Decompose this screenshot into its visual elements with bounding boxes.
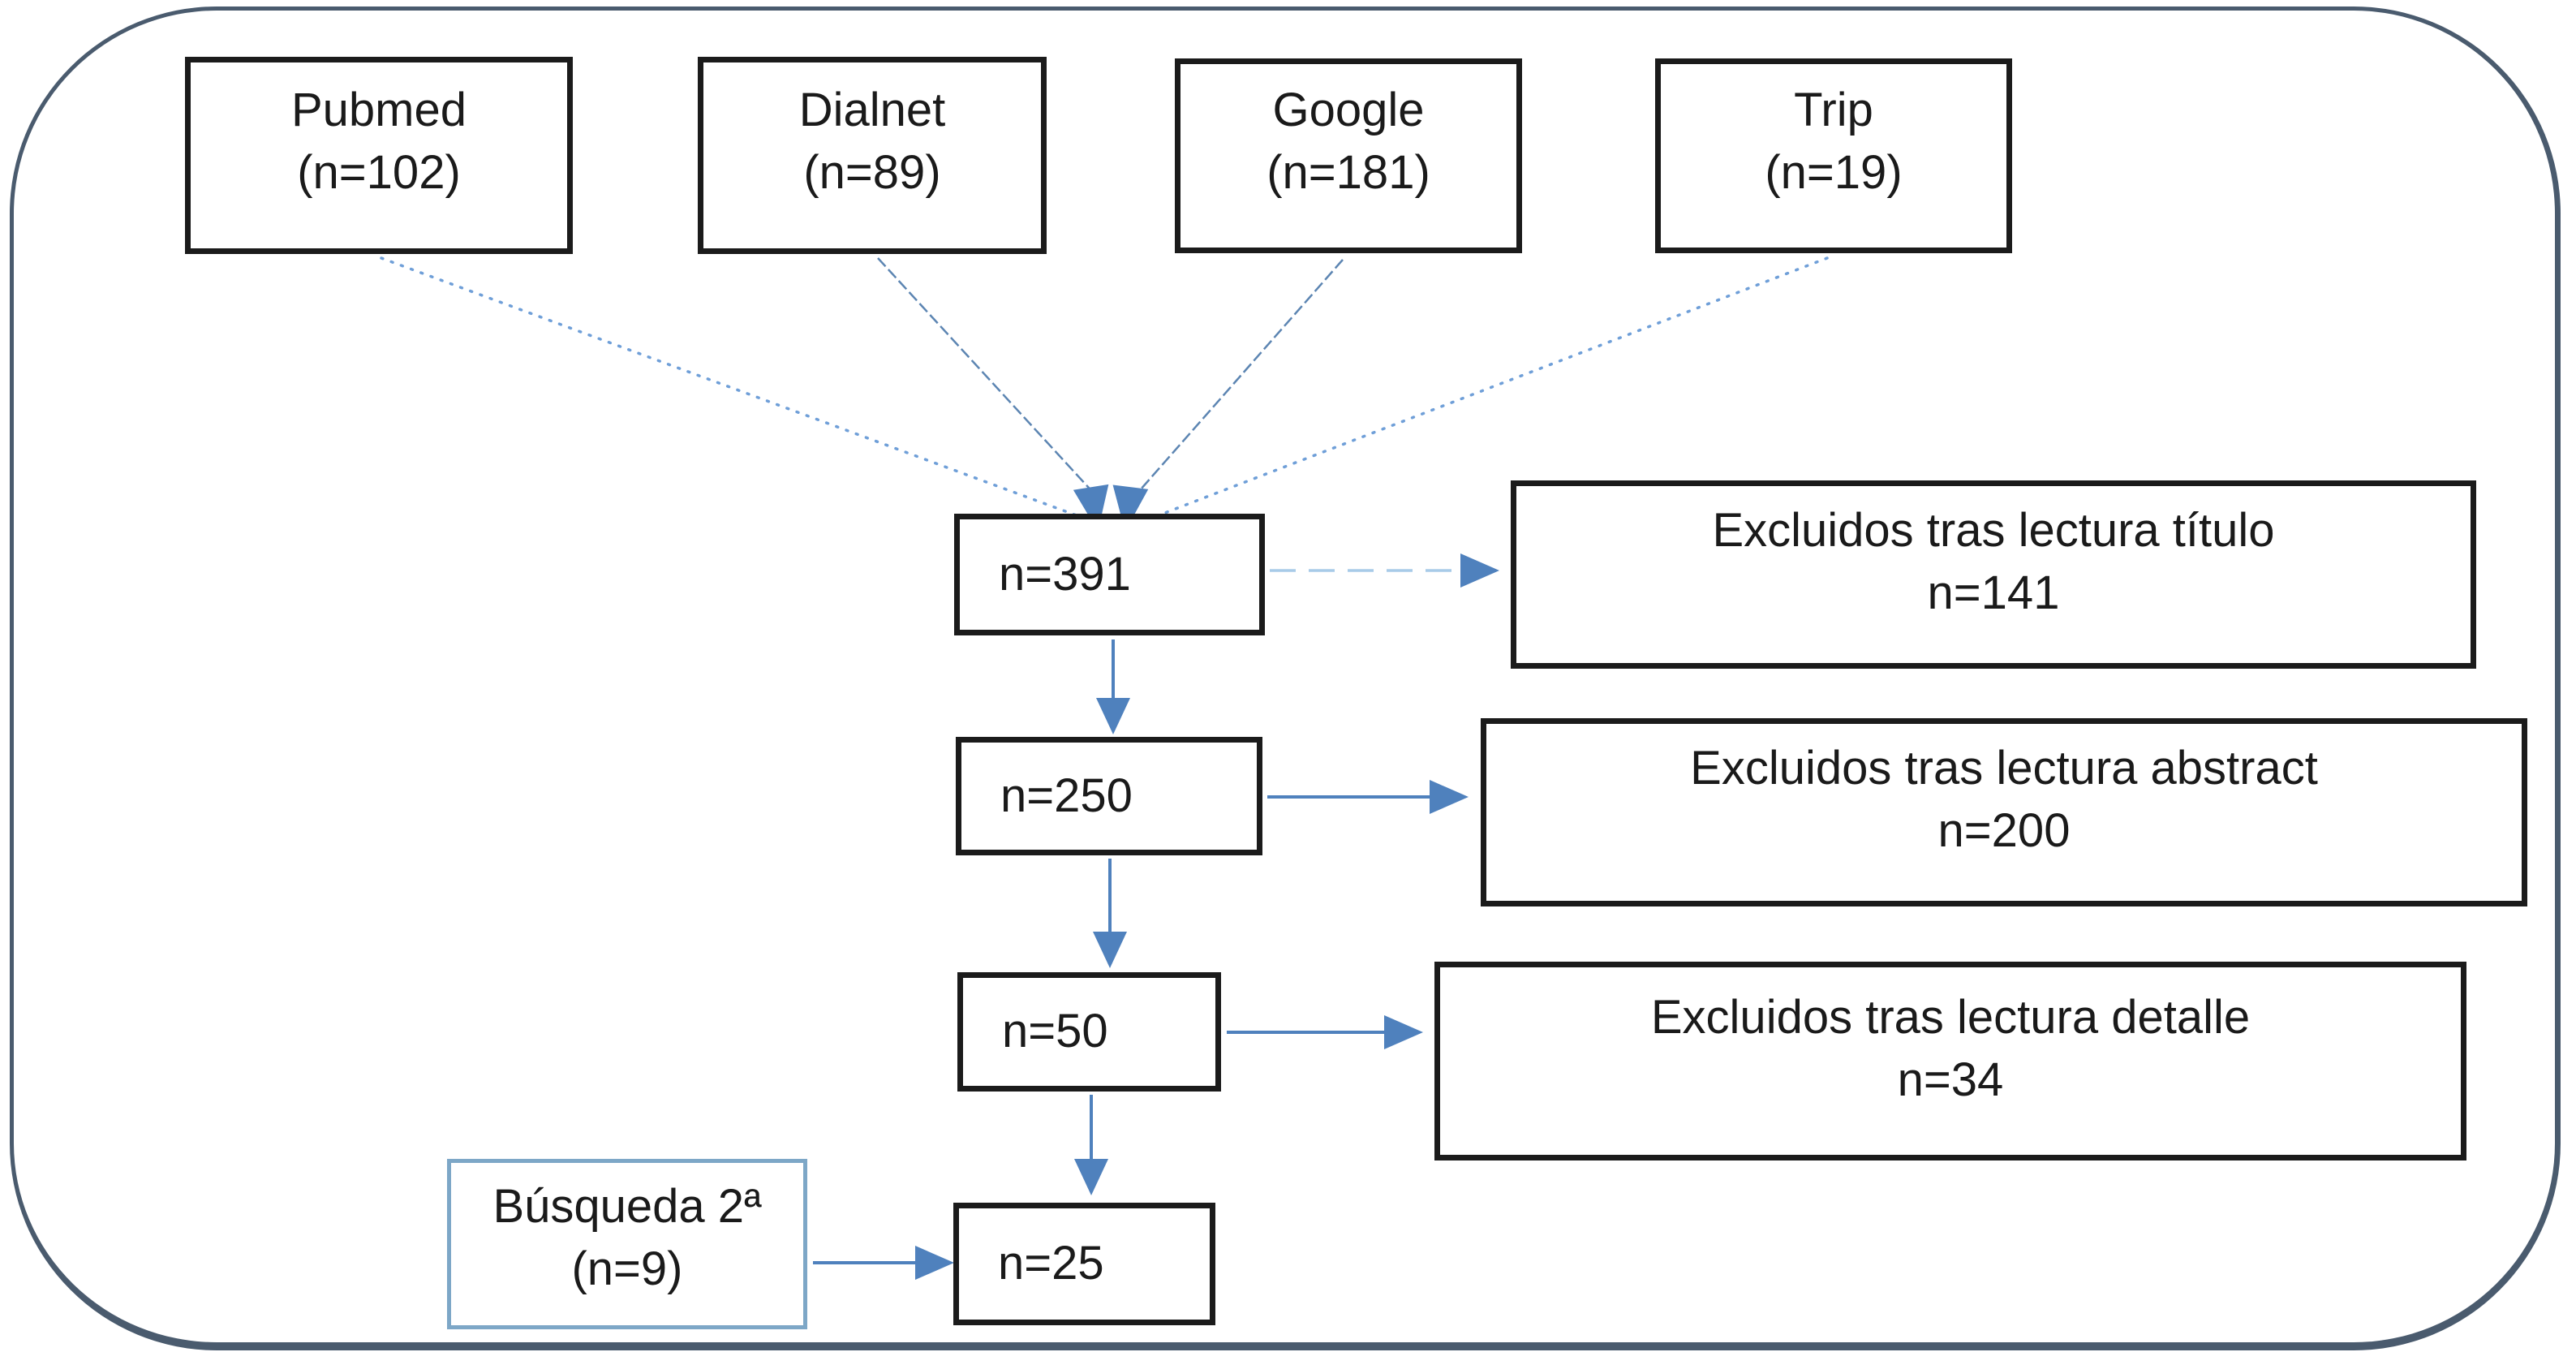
exclusion-count: n=141 xyxy=(1927,566,2060,619)
flow-count: n=250 xyxy=(1000,769,1133,822)
source-count: (n=181) xyxy=(1266,146,1430,199)
exclusion-count: n=200 xyxy=(1937,804,2071,857)
source-name: Dialnet xyxy=(798,83,946,136)
source-name: Pubmed xyxy=(290,83,467,136)
flow-box-total: n=391 xyxy=(954,514,1265,635)
exclusion-label: Excluidos tras lectura abstract xyxy=(1690,742,2318,795)
secondary-search-label: Búsqueda 2ª xyxy=(492,1180,762,1234)
flow-count: n=391 xyxy=(999,547,1131,601)
exclusion-box-abstract: Excluidos tras lectura abstract n=200 xyxy=(1481,718,2527,906)
exclusion-count: n=34 xyxy=(1897,1053,2004,1106)
exclusion-box-title: Excluidos tras lectura título n=141 xyxy=(1511,480,2476,669)
source-count: (n=19) xyxy=(1765,146,1903,199)
flow-box-after-title: n=250 xyxy=(956,737,1262,855)
source-name: Google xyxy=(1272,84,1425,137)
source-count: (n=89) xyxy=(803,145,941,199)
source-box-trip: Trip (n=19) xyxy=(1655,58,2012,253)
flow-count: n=25 xyxy=(998,1237,1104,1290)
source-box-pubmed: Pubmed (n=102) xyxy=(185,57,573,254)
flow-box-included: n=25 xyxy=(953,1203,1215,1325)
exclusion-label: Excluidos tras lectura título xyxy=(1712,504,2275,558)
source-box-dialnet: Dialnet (n=89) xyxy=(698,57,1047,254)
secondary-search-box: Búsqueda 2ª (n=9) xyxy=(447,1159,807,1329)
source-count: (n=102) xyxy=(297,145,461,199)
source-name: Trip xyxy=(1794,84,1873,137)
exclusion-label: Excluidos tras lectura detalle xyxy=(1650,990,2251,1044)
exclusion-box-detail: Excluidos tras lectura detalle n=34 xyxy=(1434,962,2466,1160)
diagram-outer-frame xyxy=(10,6,2561,1350)
secondary-search-count: (n=9) xyxy=(571,1242,683,1295)
flow-count: n=50 xyxy=(1002,1005,1108,1058)
source-box-google: Google (n=181) xyxy=(1175,58,1522,253)
flow-box-after-abstract: n=50 xyxy=(957,972,1221,1092)
